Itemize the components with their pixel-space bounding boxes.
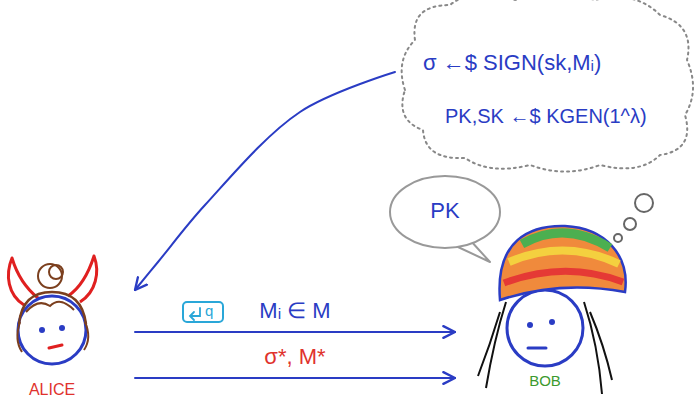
hair-strand <box>590 312 612 380</box>
message-arrow <box>135 72 395 290</box>
thought-cloud: σ ←$ SIGN(sk,Mᵢ) PK,SK ←$ KGEN(1^λ) <box>395 0 695 172</box>
hair <box>19 292 86 324</box>
hair-bun <box>49 265 63 279</box>
thought-dot <box>635 194 653 212</box>
mouth <box>528 347 546 350</box>
query-box <box>183 302 223 322</box>
eye <box>549 319 555 325</box>
eye <box>39 327 45 333</box>
devil-horn <box>8 258 38 305</box>
thought-dot <box>624 218 636 230</box>
hat-stripe <box>522 233 610 248</box>
mouth <box>49 345 62 348</box>
hair-strand <box>584 302 602 394</box>
hair-fringe <box>26 302 74 312</box>
query-count: q <box>205 302 213 320</box>
query-box: q <box>183 302 223 322</box>
hat-stripe <box>504 271 623 283</box>
rainbow-hat <box>500 226 626 300</box>
alice-figure: ALICE <box>2 250 135 405</box>
eye <box>527 322 533 328</box>
hair-strand <box>17 322 22 352</box>
alice-face <box>18 296 86 364</box>
public-key: PK <box>430 198 459 224</box>
message-arrow <box>135 377 455 379</box>
thought-dot <box>614 234 622 242</box>
party-name: ALICE <box>29 380 75 399</box>
edge-label: σ*, M* <box>260 344 329 370</box>
bob-figure: BOB <box>455 222 640 400</box>
sign-step: σ ←$ SIGN(sk,Mᵢ) <box>423 50 601 76</box>
bob-face <box>507 290 583 366</box>
hair-strand <box>478 312 500 376</box>
speech-bubble <box>390 176 500 248</box>
devil-horn <box>68 256 97 302</box>
eye <box>59 325 65 331</box>
thought-cloud <box>402 0 693 172</box>
hat-stripe <box>509 250 619 264</box>
party-name: BOB <box>529 372 561 390</box>
hair-strand <box>84 322 88 350</box>
speech-bubble: PK <box>395 180 495 244</box>
loop-icon <box>190 308 200 320</box>
keygen-step: PK,SK ←$ KGEN(1^λ) <box>445 104 647 128</box>
hair-bun <box>38 264 62 288</box>
edge-label: Mᵢ ∈ M <box>255 298 334 324</box>
message-arrow <box>135 331 455 333</box>
